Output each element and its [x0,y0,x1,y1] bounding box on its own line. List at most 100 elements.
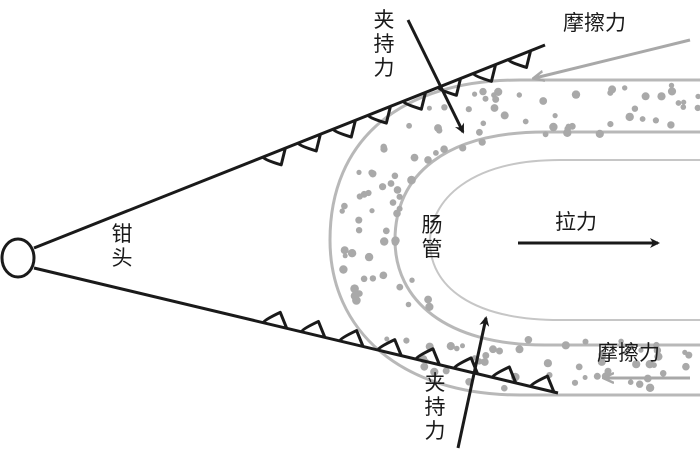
texture-dot [641,92,650,101]
texture-dot [516,92,522,98]
texture-dot [393,209,401,218]
texture-dot [389,199,397,206]
texture-dot [595,129,604,138]
texture-dot [360,275,368,283]
texture-dot [426,105,432,111]
friction-force-label-bottom: 摩擦力 [597,341,660,365]
texture-dot [379,183,387,191]
texture-dot [682,362,690,371]
texture-dot [492,95,500,103]
lower-jaw [33,266,559,395]
texture-dot [379,271,388,280]
clamp-arrow-top [406,19,465,134]
texture-dot [482,95,489,102]
texture-dot [355,227,363,234]
clamp-force-label-bottom: 夹持力 [424,371,446,443]
texture-dot [623,350,629,356]
texture-dot [356,169,362,175]
texture-dot [472,91,478,97]
texture-dot [479,87,487,96]
texture-dot [391,172,399,180]
texture-dot [542,131,549,138]
texture-dot [384,336,390,342]
texture-dot [465,106,472,113]
texture-dot [380,237,389,246]
texture-dot [645,383,655,392]
lower-jaw-teeth [261,310,556,393]
jaw-tooth [366,106,392,125]
texture-dot [653,346,662,355]
texture-dot [638,347,644,353]
texture-dot [430,367,439,376]
clamp-arrow-bottom [456,316,490,449]
texture-dot [406,122,412,129]
texture-dot [347,249,357,258]
texture-dot [403,337,410,344]
texture-dot [364,252,374,262]
texture-dot [360,190,368,198]
jaw-tooth [506,50,533,69]
texture-dot [420,362,429,371]
texture-dot [424,295,432,304]
texture-dot [490,104,499,112]
texture-dot [681,99,687,105]
texture-dot [626,342,635,351]
texture-dot [478,138,486,146]
texture-dot [659,370,667,377]
upper-jaw [33,43,546,250]
texture-dot [480,120,487,127]
texture-dot [582,375,588,380]
texture-dot [575,363,583,371]
texture-dot [393,186,402,194]
texture-dot [405,301,412,308]
texture-dot [654,352,663,361]
texture-dot [433,150,439,156]
texture-dot [680,104,687,110]
texture-dot [440,145,448,153]
jaw-tooth [414,347,441,366]
intestine [328,78,700,397]
texture-dot [549,122,558,132]
texture-dot [396,283,404,291]
texture-dot [355,216,363,224]
texture-dot [636,380,644,388]
texture-dot [409,277,415,283]
texture-dot [645,360,654,369]
texture-dot [494,87,503,96]
texture-dot [446,342,455,351]
texture-dot [682,349,688,355]
jaw-tooth [490,365,518,384]
texture-dot [563,128,572,137]
texture-dot [561,341,570,350]
texture-dot [515,345,524,354]
texture-dot [436,127,443,134]
texture-dot [539,97,548,105]
texture-dot [342,253,348,259]
forceps-hinge [0,237,36,279]
jaw-tooth [296,133,322,153]
jaw-tooth [261,147,287,167]
texture-dot [625,112,634,122]
texture-dot [339,208,345,214]
clamp-force-label-top: 夹持力 [373,8,395,80]
forceps-jaws [0,43,559,395]
pull-force-label: 拉力 [555,210,597,234]
texture-dot [382,227,390,235]
texture-dot [597,357,606,366]
upper-jaw-teeth [261,50,533,167]
texture-dot [608,85,617,94]
texture-dot [675,100,682,106]
texture-dot [441,104,448,111]
texture-dot [571,379,579,386]
texture-dot [604,367,612,375]
texture-dot [425,302,434,311]
texture-dot [622,85,628,91]
texture-dot [639,116,646,122]
texture-dot [410,153,419,162]
texture-dot [391,238,399,246]
texture-dot [571,90,581,99]
texture-dot [496,347,503,355]
jaw-tooth [376,338,403,357]
texture-dot [369,208,375,214]
